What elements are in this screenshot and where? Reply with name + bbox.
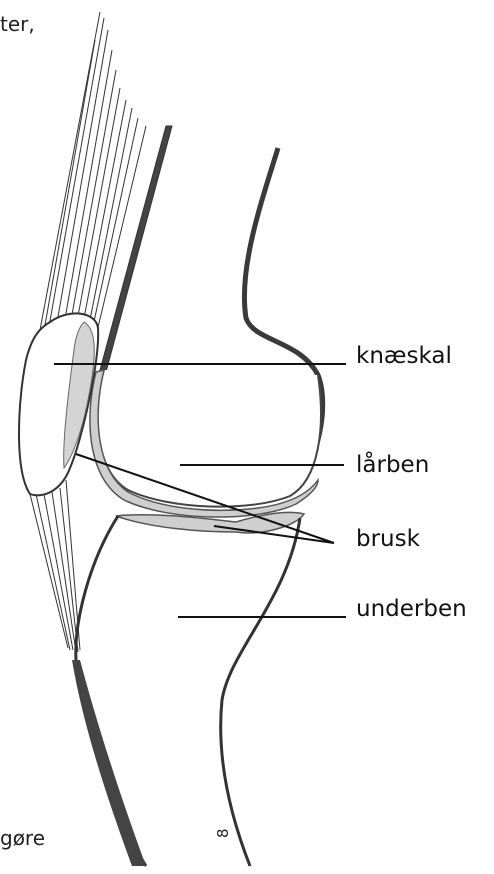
page-mark: 8 xyxy=(214,828,232,838)
tibia-back xyxy=(221,518,300,866)
femur-front-line xyxy=(100,126,172,372)
label-cartilage: brusk xyxy=(356,526,420,552)
label-kneecap: knæskal xyxy=(356,343,452,369)
label-femur: lårben xyxy=(356,452,429,478)
tibia-front-shadow xyxy=(72,660,146,866)
cut-off-text-top: ter, xyxy=(0,12,35,36)
femur-condyle xyxy=(97,370,321,507)
cut-off-text-bottom: gøre xyxy=(0,826,45,850)
label-tibia: underben xyxy=(356,596,467,622)
tendon-fibers xyxy=(40,12,146,340)
patellar-tendon xyxy=(30,480,80,652)
